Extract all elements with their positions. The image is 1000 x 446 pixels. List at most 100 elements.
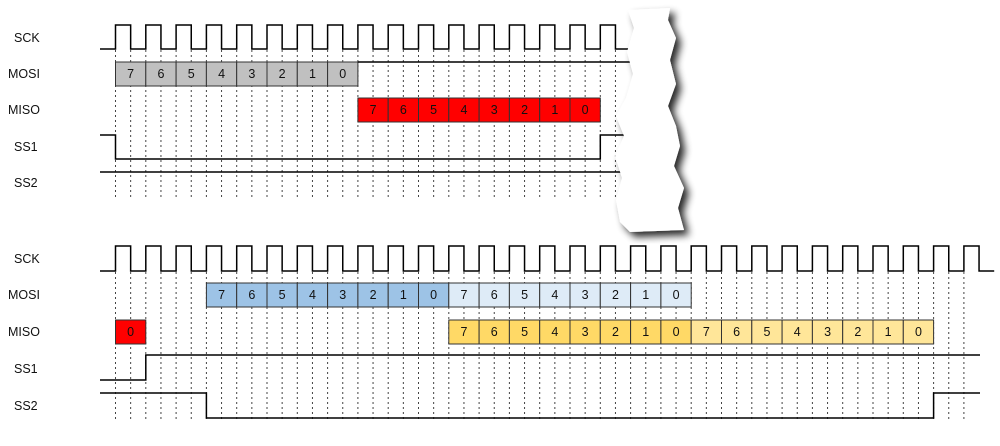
label-mosi-bottom: MOSI bbox=[8, 288, 40, 302]
top-mosi-bit-cell bbox=[145, 61, 177, 87]
bottom-mosi-bit-first-label: 1 bbox=[400, 288, 407, 302]
bottom-mosi-bit-first-label: 0 bbox=[430, 288, 437, 302]
bottom-miso-bit-first-cell bbox=[660, 319, 692, 345]
bottom-miso-bit-first-cell bbox=[508, 319, 541, 345]
bottom-mosi-bit-first-cell bbox=[205, 282, 238, 308]
top-miso-bit-cell bbox=[569, 97, 601, 123]
top-mosi-bit-cell bbox=[115, 61, 147, 87]
bottom-mosi-bit-second-label: 2 bbox=[612, 288, 619, 302]
top-miso-bit-cell bbox=[418, 97, 450, 123]
bottom-miso-leftover-bit-cell bbox=[115, 319, 147, 345]
bottom-miso-bit-second-cell bbox=[902, 319, 935, 345]
top-miso-bit-label: 7 bbox=[370, 103, 377, 117]
bottom-miso-bit-second-cell bbox=[781, 319, 813, 345]
bottom-mosi-bit-second-cell bbox=[599, 282, 632, 308]
bottom-mosi-bit-second-label: 4 bbox=[551, 288, 558, 302]
bottom-miso-bit-second-label: 7 bbox=[703, 325, 710, 339]
label-sck-top: SCK bbox=[14, 31, 40, 45]
bottom-mosi-bit-first-cell bbox=[296, 282, 329, 308]
top-mosi-bit-label: 5 bbox=[188, 67, 195, 81]
top-miso-bit-label: 0 bbox=[582, 103, 589, 117]
top-miso-bit-cell bbox=[508, 97, 541, 123]
bottom-mosi-bit-first-cell bbox=[327, 282, 359, 308]
bottom-mosi-bit-second-cell bbox=[630, 282, 662, 308]
bottom-miso-bit-first-label: 2 bbox=[612, 325, 619, 339]
bottom-mosi-bit-second-cell bbox=[508, 282, 541, 308]
torn-edge-break bbox=[615, 8, 684, 232]
top-ss1-waveform bbox=[100, 134, 640, 160]
top-miso-bit-label: 1 bbox=[551, 103, 558, 117]
bottom-miso-bit-first-cell bbox=[599, 319, 632, 345]
top-mosi-bit-label: 3 bbox=[248, 67, 255, 81]
bottom-miso-bit-second-label: 3 bbox=[824, 325, 831, 339]
bottom-mosi-bit-first-cell bbox=[418, 282, 450, 308]
top-miso-bit-label: 3 bbox=[491, 103, 498, 117]
bottom-mosi-bit-first-cell bbox=[387, 282, 420, 308]
bottom-mosi-bit-first-label: 2 bbox=[370, 288, 377, 302]
top-sck-waveform bbox=[100, 24, 631, 50]
top-mosi-bit-label: 4 bbox=[218, 67, 225, 81]
bottom-sck-waveform bbox=[100, 245, 995, 272]
bottom-ss1-waveform bbox=[100, 354, 980, 381]
top-mosi-bit-label: 6 bbox=[157, 67, 164, 81]
bottom-mosi-bit-second-label: 5 bbox=[521, 288, 528, 302]
top-mosi-bit-label: 7 bbox=[127, 67, 134, 81]
top-miso-bit-label: 2 bbox=[521, 103, 528, 117]
bottom-miso-bit-second-label: 5 bbox=[763, 325, 770, 339]
bottom-miso-bit-first-label: 0 bbox=[673, 325, 680, 339]
label-miso-top: MISO bbox=[8, 103, 40, 117]
bottom-ss2-waveform bbox=[100, 392, 980, 419]
bottom-mosi-bit-second-cell bbox=[660, 282, 692, 308]
bottom-miso-bit-second-label: 0 bbox=[915, 325, 922, 339]
top-mosi-bit-cell bbox=[296, 61, 329, 87]
bottom-miso-bit-first-label: 5 bbox=[521, 325, 528, 339]
bottom-mosi-bit-second-label: 3 bbox=[582, 288, 589, 302]
bottom-miso-bit-second-cell bbox=[811, 319, 844, 345]
top-mosi-bit-cell bbox=[327, 61, 359, 87]
bottom-miso-bit-second-label: 2 bbox=[854, 325, 861, 339]
label-ss2-bottom: SS2 bbox=[14, 399, 38, 413]
bottom-miso-bit-first-label: 3 bbox=[582, 325, 589, 339]
bottom-mosi-bit-second-cell bbox=[478, 282, 510, 308]
bottom-miso-bit-first-label: 6 bbox=[491, 325, 498, 339]
label-miso-bottom: MISO bbox=[8, 325, 40, 339]
top-miso-bit-cell bbox=[539, 97, 571, 123]
bottom-mosi-bit-first-label: 3 bbox=[339, 288, 346, 302]
bottom-mosi-bit-first-label: 7 bbox=[218, 288, 225, 302]
top-mosi-bits: 7 6 5 4 3 2 1 0 bbox=[115, 61, 359, 87]
bottom-miso-bit-first-cell bbox=[478, 319, 510, 345]
top-miso-bit-cell bbox=[387, 97, 420, 123]
bottom-miso-bit-second-label: 4 bbox=[794, 325, 801, 339]
top-miso-bit-cell bbox=[357, 97, 389, 123]
bottom-mosi-bit-second-label: 6 bbox=[491, 288, 498, 302]
top-mosi-bit-label: 2 bbox=[279, 67, 286, 81]
bottom-timing-panel: SCK MOSI MISO SS1 SS2 7 6 5 4 3 2 1 0 7 6 5 4 3 2 1 0 0… bbox=[8, 245, 995, 421]
bottom-mosi-bit-second-label: 1 bbox=[642, 288, 649, 302]
bottom-miso-bit-first-label: 7 bbox=[460, 325, 467, 339]
bottom-miso-bit-second-label: 1 bbox=[885, 325, 892, 339]
label-sck-bottom: SCK bbox=[14, 252, 40, 266]
label-mosi-top: MOSI bbox=[8, 67, 40, 81]
top-miso-bit-label: 6 bbox=[400, 103, 407, 117]
bottom-mosi-bit-first-label: 4 bbox=[309, 288, 316, 302]
bottom-miso-bit-second-label: 6 bbox=[733, 325, 740, 339]
label-ss1-bottom: SS1 bbox=[14, 362, 38, 376]
top-mosi-bit-label: 0 bbox=[339, 67, 346, 81]
bottom-miso-bit-second-cell bbox=[872, 319, 904, 345]
top-mosi-bit-label: 1 bbox=[309, 67, 316, 81]
bottom-miso-bit-second-cell bbox=[751, 319, 783, 345]
bottom-miso-bit-first-cell bbox=[569, 319, 601, 345]
bottom-miso-bit-first-label: 1 bbox=[642, 325, 649, 339]
top-mosi-bit-cell bbox=[236, 61, 268, 87]
bottom-mosi-bit-first-cell bbox=[357, 282, 389, 308]
top-miso-bit-label: 5 bbox=[430, 103, 437, 117]
label-ss2-top: SS2 bbox=[14, 176, 38, 190]
bottom-mosi-bit-first-label: 6 bbox=[248, 288, 255, 302]
bottom-mosi-bit-second-label: 7 bbox=[460, 288, 467, 302]
